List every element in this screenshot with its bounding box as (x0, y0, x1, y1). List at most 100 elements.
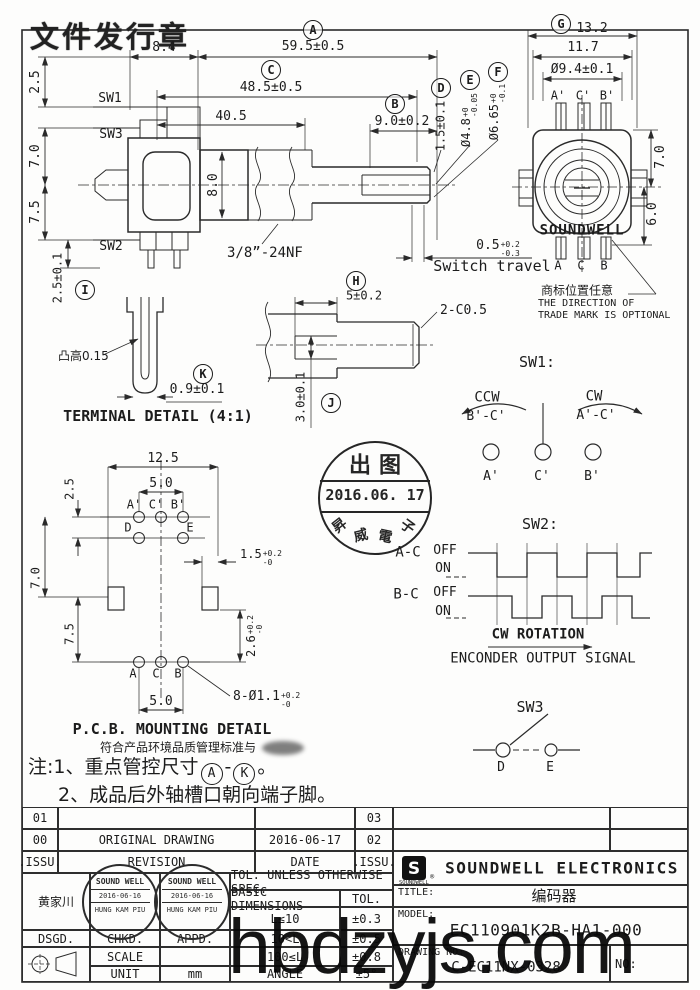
pcb-pin-b: B (174, 666, 182, 681)
pcb-holes-bot: -0 (280, 699, 291, 709)
terminal-detail-linework (102, 297, 222, 403)
sw1-cw: CW (585, 388, 603, 405)
sw2-on-b: ON (435, 604, 451, 620)
tol-range-1: L≤10 (230, 907, 340, 930)
dim-7-0: 7.0 (28, 144, 44, 168)
sw1-pin-b: B' (584, 469, 600, 485)
dim-0-9: 0.9±0.1 (169, 382, 225, 398)
issu2-header: .ISSU. (352, 851, 396, 873)
sw2-off-a: OFF (433, 543, 457, 559)
dim-d-value: 1.5±0.1 (433, 100, 448, 152)
pcb-eco-note: 符合产品环境品质管理标准与 (99, 740, 257, 755)
rev-row2-date: 2016-06-17 (255, 829, 355, 851)
approval-stamp-2: SOUND WELL 2016-06-16 HUNG KAM PIU (154, 864, 230, 940)
pcb-dim-5-bot: 5.0 (149, 694, 173, 710)
svg-text:S: S (408, 859, 420, 879)
date-header: DATE (255, 851, 355, 873)
dim-f-value: Ø6.65+0-0.1 (487, 84, 508, 141)
dim-7-5: 7.5 (28, 200, 44, 224)
callout-b: B (385, 94, 405, 114)
note-1-suffix: 。 (257, 756, 277, 778)
rev-row2-date2 (610, 829, 688, 851)
rear-view-linework (512, 30, 662, 295)
note-1-text: 注:1、重点管控尺寸 (28, 756, 199, 778)
tol-range-3: 100≤L (230, 947, 340, 966)
pcb-pin-d: D (124, 520, 132, 535)
callout-e: E (460, 70, 480, 90)
scale-label: SCALE (90, 947, 160, 966)
bump-height-label: 凸高0.15 (58, 349, 109, 363)
rev-row1-desc (58, 807, 255, 829)
sw1-pin-a: A' (483, 469, 499, 485)
document-release-stamp: 文件发行章 (30, 20, 191, 54)
title-label: TITLE: (398, 887, 435, 898)
sw2-on-a: ON (435, 561, 451, 577)
unit-value: mm (160, 966, 230, 982)
sw1-pin-c: C' (534, 469, 550, 485)
rev-row1-date (255, 807, 355, 829)
label-sw3: SW3 (99, 127, 123, 143)
unit-label: UNIT (90, 966, 160, 982)
terminal-detail-caption: TERMINAL DETAIL (4:1) (63, 407, 253, 426)
tol-value-4: ±5° (340, 966, 393, 982)
pin-a: A (554, 258, 562, 273)
pcb-dim-7-5: 7.5 (62, 623, 77, 645)
stamp-company-2: 威 (352, 526, 370, 546)
dim-dia-9-4: Ø9.4±0.1 (550, 62, 614, 78)
dim-f-base: Ø6.65 (487, 104, 502, 141)
rev-row1-date2 (610, 807, 688, 829)
sw2-rotation-label: CW ROTATION (491, 626, 585, 643)
dim-e-tol-bot: -0.05 (470, 93, 479, 118)
note-line-2: 2、成品后外轴槽口朝向端子脚。 (58, 784, 337, 806)
trademark-note-cn: 商标位置任意 (540, 283, 614, 298)
watermark: hbdzyjs.com (228, 904, 636, 990)
approval-stamp-1: SOUND WELL 2016-06-16 HUNG KAM PIU (82, 864, 158, 940)
dim-2-5-tol: 2.5±0.1 (50, 252, 65, 304)
sw2-row-a: A-C (395, 544, 421, 561)
projection-cell (22, 947, 90, 982)
dim-11-7: 11.7 (567, 40, 599, 56)
callout-d: D (431, 78, 451, 98)
designer-name: 黄家川 (22, 873, 90, 930)
dim-6-0-rear: 6.0 (645, 202, 661, 226)
dim-40-5: 40.5 (215, 109, 247, 125)
dim-8-0: 8.0 (206, 173, 222, 197)
dim-5: 5±0.2 (345, 288, 383, 303)
pcb-pin-a-prime: A' (126, 497, 142, 512)
stamp2-date: 2016-06-16 (162, 889, 222, 903)
pcb-dim-1-5-top: +0.2 (262, 549, 282, 558)
sw3-pin-e: E (546, 760, 554, 776)
tol-value-2: ±0.5 (340, 930, 393, 947)
stamp-line-bottom (320, 511, 430, 513)
issu-header: .ISSU. (18, 851, 62, 873)
brand-soundwell: SOUNDWELL (539, 222, 625, 239)
callout-g: G (551, 14, 571, 34)
chamfer-label: 2-C0.5 (440, 303, 487, 318)
revision-header: REVISION (58, 851, 255, 873)
note-callout-k: K (233, 762, 256, 785)
pin-c-prime: C' (575, 88, 591, 103)
trademark-note-en2: TRADE MARK IS OPTIONAL (538, 310, 671, 321)
sw1-title: SW1: (518, 353, 556, 372)
pcb-detail-linework (38, 460, 246, 714)
tol-value-3: ±0.8 (340, 947, 393, 966)
sw1-ccw-pair: B'-C' (466, 409, 506, 425)
pcb-dim-5-top: 5.0 (149, 476, 173, 492)
pcb-pin-c-prime: C' (148, 497, 164, 512)
rev-row1-issu: 01 (22, 807, 58, 829)
tol-col-header: TOL. (340, 890, 393, 907)
title-row: TITLE: 编码器 (393, 885, 688, 907)
callout-a: A (303, 20, 323, 40)
pcb-dim-2-5: 2.5 (62, 478, 77, 500)
trademark-note-en1: THE DIRECTION OF (538, 298, 635, 309)
projection-symbol (28, 951, 77, 977)
pcb-pin-b-prime: B' (170, 497, 186, 512)
rev-row1-issu2: 03 (355, 807, 393, 829)
travel-tol-bot: -0.3 (500, 249, 520, 258)
stamp2-person: HUNG KAM PIU (166, 906, 218, 914)
sw3-title: SW3 (516, 698, 544, 717)
pcb-holes-spec: 8-Ø1.1+0.2-0 (233, 690, 300, 710)
callout-j: J (321, 393, 341, 413)
